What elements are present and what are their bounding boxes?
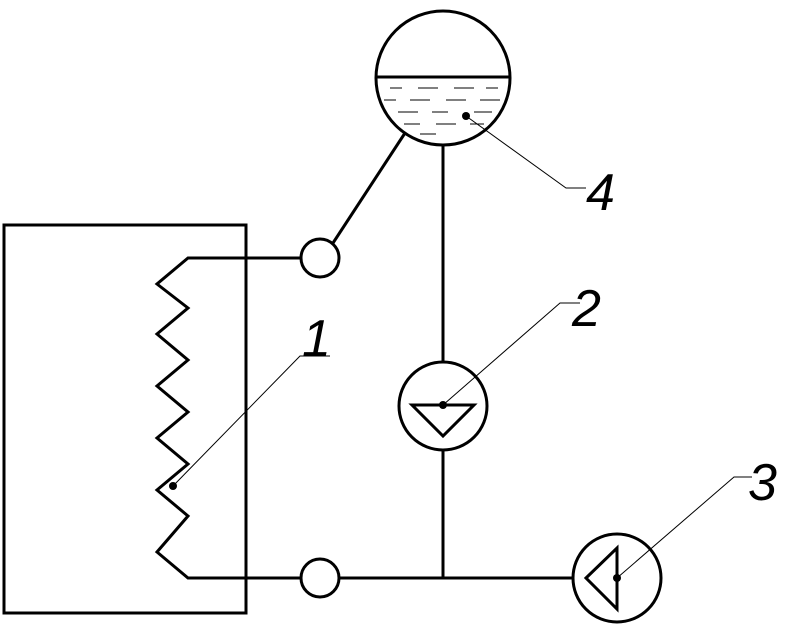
upper-header-node <box>299 237 341 279</box>
feed-pump-triangle <box>583 544 619 613</box>
label-drum: 4 <box>586 164 615 222</box>
label-furnace: 1 <box>302 310 331 368</box>
leader-1 <box>169 355 330 490</box>
furnace-box <box>2 223 248 615</box>
feed-pump <box>571 532 663 624</box>
drum-water-hatching <box>384 87 500 135</box>
leader-4 <box>462 112 586 189</box>
leader-2 <box>439 302 580 409</box>
lower-header-node <box>299 557 341 599</box>
riser-pipe <box>331 132 407 244</box>
label-circulation-pump: 2 <box>571 280 601 338</box>
label-feed-pump: 3 <box>748 454 777 512</box>
circulation-pump-triangle <box>408 403 478 439</box>
circulation-pump <box>397 360 489 452</box>
heating-coil <box>154 256 300 580</box>
leader-3 <box>613 476 752 582</box>
